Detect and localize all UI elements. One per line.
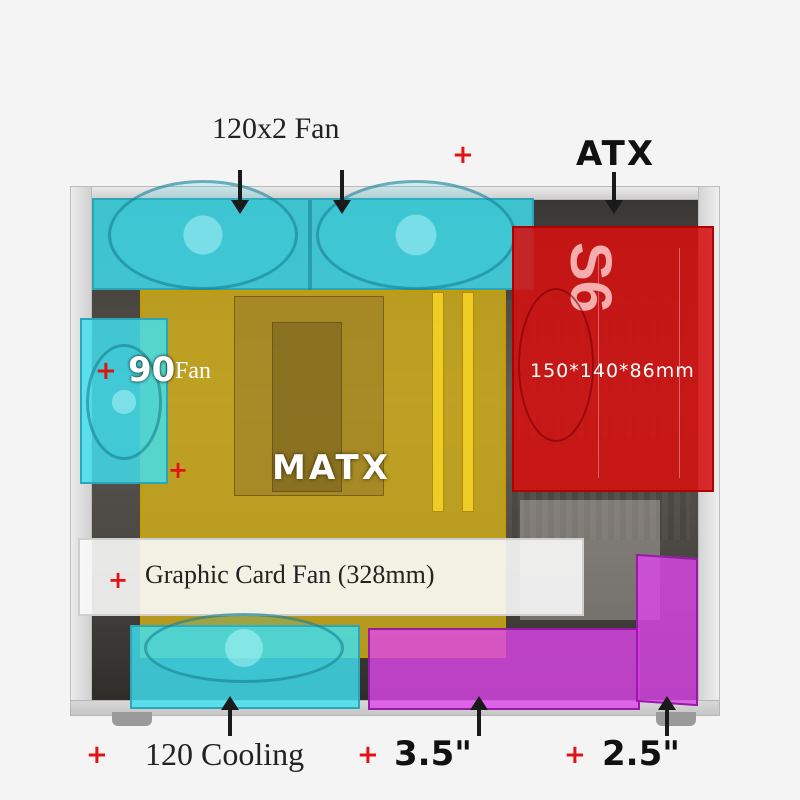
bottom-fan-blades [144, 613, 344, 683]
graphic-card-zone [78, 538, 584, 616]
bottom-cooling-label: 120 Cooling [145, 736, 305, 772]
top-fans-zone [92, 180, 534, 290]
plus-marker-mb: + [168, 456, 189, 484]
psu-spec-table [598, 248, 680, 478]
atx-label: ATX [576, 134, 656, 174]
atx-psu-zone: S6 [512, 226, 714, 492]
psu-fan [518, 288, 594, 442]
side-fan-number: 90 [128, 350, 176, 390]
drive-3-5-zone [368, 628, 640, 710]
drive-25-label: 2.5" [602, 734, 680, 774]
plus-marker-gpu: + [108, 566, 129, 594]
arrow-top-fan-1 [231, 170, 249, 214]
case-foot-left [112, 712, 152, 726]
plus-marker-top: + [452, 140, 474, 170]
arrow-25 [658, 696, 676, 736]
ram-slot-1 [432, 292, 444, 512]
arrow-top-fan-2 [333, 170, 351, 214]
arrow-35 [470, 696, 488, 736]
plus-marker-35: + [357, 740, 379, 770]
top-fans-label: 120x2 Fan [212, 112, 340, 145]
ram-slot-2 [462, 292, 474, 512]
cooler-heatsink [272, 322, 342, 492]
arrow-atx [605, 172, 623, 214]
side-fan-word: Fan [175, 358, 211, 384]
matx-label: MATX [272, 448, 391, 488]
drive-2-5-zone [636, 553, 698, 707]
fan-divider [308, 200, 312, 290]
plus-marker-side: + [95, 356, 117, 386]
bottom-120-fan [130, 613, 360, 709]
drive-35-label: 3.5" [394, 734, 472, 774]
side-fan-blades [86, 344, 162, 460]
gpu-label: Graphic Card Fan (328mm) [145, 560, 435, 589]
side-90-fan [80, 318, 168, 484]
psu-dimensions: 150*140*86mm [530, 360, 695, 382]
arrow-bottom-fan [221, 696, 239, 736]
plus-marker-25: + [564, 740, 586, 770]
top-fan-1 [108, 180, 298, 290]
plus-marker-bottom-fan: + [86, 740, 108, 770]
